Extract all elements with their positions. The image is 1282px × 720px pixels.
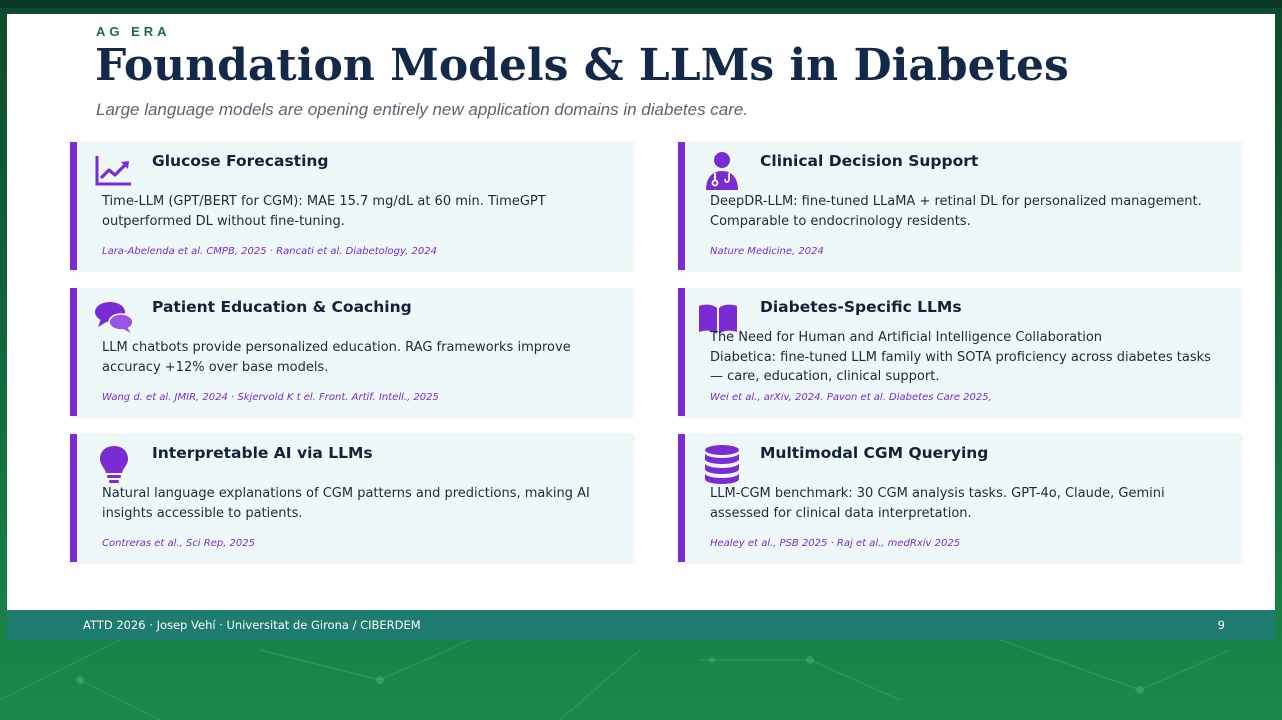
slide-subtitle: Large language models are opening entire… [96, 100, 749, 119]
card-title: Patient Education & Coaching [152, 298, 412, 316]
card-body: The Need for Human and Artificial Intell… [710, 328, 1230, 387]
card-body: LLM-CGM benchmark: 30 CGM analysis tasks… [710, 484, 1230, 523]
slide: AG ERA Foundation Models & LLMs in Diabe… [7, 14, 1275, 610]
card-reference: Contreras et al., Sci Rep, 2025 [102, 538, 256, 549]
card-body-line: outperformed DL without fine-tuning. [102, 213, 345, 229]
card-body: Time-LLM (GPT/BERT for CGM): MAE 15.7 mg… [102, 192, 622, 231]
slide-title: Foundation Models & LLMs in Diabetes [95, 40, 1069, 91]
card-body-line: Natural language explanations of CGM pat… [102, 486, 590, 501]
card-body: Natural language explanations of CGM pat… [102, 484, 622, 523]
card-body-line: LLM-CGM benchmark: 30 CGM analysis tasks… [710, 486, 1165, 501]
card-body-line: Time-LLM (GPT/BERT for CGM): MAE 15.7 mg… [102, 194, 546, 209]
card-reference: Wang d. et al. JMIR, 2024 · Skjervold K … [102, 392, 439, 403]
card-body: DeepDR-LLM: fine-tuned LLaMA + retinal D… [710, 192, 1230, 231]
card-title: Interpretable AI via LLMs [152, 444, 373, 462]
card-body-line: The Need for Human and Artificial Intell… [710, 330, 1103, 345]
card-title: Diabetes-Specific LLMs [760, 298, 962, 316]
card-patient-education: Patient Education & Coaching LLM chatbot… [70, 288, 634, 416]
card-reference: Wei et al., arXiv, 2024. Pavon et al. Di… [710, 392, 992, 403]
card-reference: Nature Medicine, 2024 [710, 246, 824, 257]
database-icon [705, 445, 739, 484]
slide-footer: ATTD 2026 · Josep Vehí · Universitat de … [7, 610, 1275, 640]
card-multimodal-cgm-querying: Multimodal CGM Querying LLM-CGM benchmar… [678, 434, 1242, 562]
card-body-line: assessed for clinical data interpretatio… [710, 505, 972, 521]
doctor-icon [706, 152, 738, 190]
footer-text: ATTD 2026 · Josep Vehí · Universitat de … [83, 618, 421, 632]
card-body-line: — care, education, clinical support. [710, 369, 940, 384]
card-body-line: insights accessible to patients. [102, 505, 303, 521]
card-reference: Lara-Abelenda et al. CMPB, 2025 · Rancat… [102, 246, 437, 257]
card-reference: Healey et al., PSB 2025 · Raj et al., me… [710, 538, 961, 549]
book-open-icon [699, 304, 737, 334]
chart-line-icon [95, 156, 131, 186]
card-body-line: Comparable to endocrinology residents. [710, 213, 971, 229]
card-diabetes-specific-llms: Diabetes-Specific LLMs The Need for Huma… [678, 288, 1242, 416]
chat-bubbles-icon [95, 302, 134, 333]
top-border-bar [0, 0, 1282, 8]
card-title: Glucose Forecasting [152, 152, 329, 170]
card-glucose-forecasting: Glucose Forecasting Time-LLM (GPT/BERT f… [70, 142, 634, 270]
card-clinical-decision-support: Clinical Decision Support DeepDR-LLM: fi… [678, 142, 1242, 270]
card-body-line: DeepDR-LLM: fine-tuned LLaMA + retinal D… [710, 194, 1202, 209]
card-body-line: Diabetica: fine-tuned LLM family with SO… [710, 349, 1211, 365]
card-body: LLM chatbots provide personalized educat… [102, 338, 622, 377]
card-title: Clinical Decision Support [760, 152, 979, 170]
card-title: Multimodal CGM Querying [760, 444, 989, 462]
card-body-line: accuracy +12% over base models. [102, 359, 329, 375]
section-eyebrow: AG ERA [96, 24, 171, 39]
lightbulb-icon [100, 446, 128, 483]
page-number: 9 [1217, 618, 1225, 632]
card-body-line: LLM chatbots provide personalized educat… [102, 340, 571, 355]
card-interpretable-ai: Interpretable AI via LLMs Natural langua… [70, 434, 634, 562]
